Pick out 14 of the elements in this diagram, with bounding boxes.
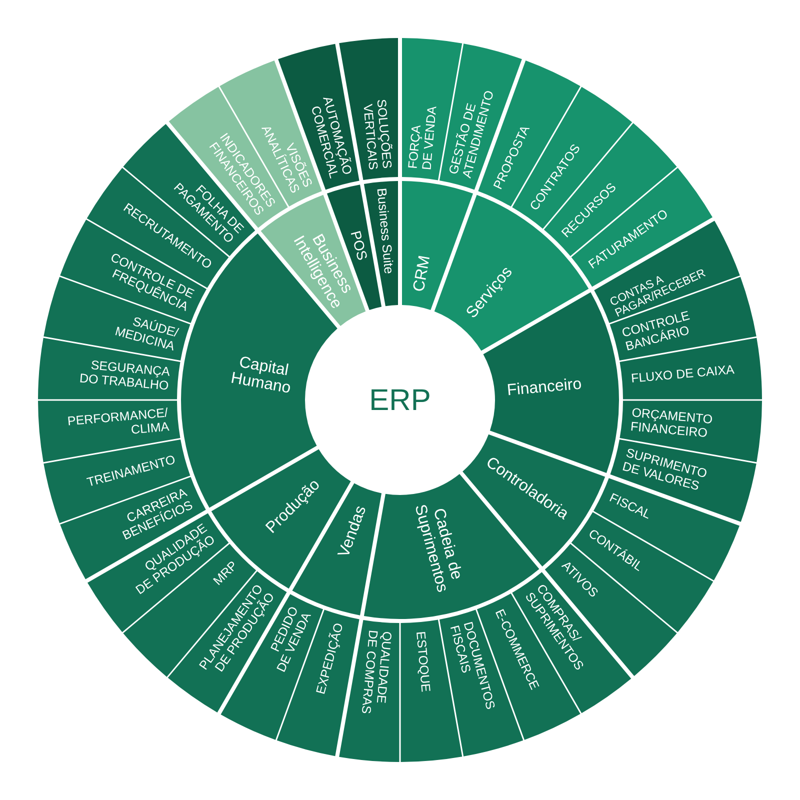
segment-label: Business Suite <box>374 187 396 274</box>
segment-label: FLUXO DE CAIXA <box>630 364 735 386</box>
segment-label: CRM <box>410 254 434 294</box>
segment-label: ESTOQUE <box>413 630 432 692</box>
segment-label: Financeiro <box>506 376 582 400</box>
segment-label: SOLUÇÕES VERTICAIS <box>360 98 394 170</box>
segment-label: PERFORMANCE/ CLIMA <box>67 406 170 438</box>
segment-label: Capital Humano <box>230 353 294 398</box>
segment-label: SEGURANÇA DO TRABALHO <box>79 358 170 394</box>
segment-label: FORÇA DE VENDA <box>406 104 440 170</box>
segment-label: POS <box>347 229 370 262</box>
segment-label: QUALIDADE DE COMPRAS <box>359 630 394 716</box>
center-label: ERP <box>369 384 431 416</box>
segment-label: ORÇAMENTO FINANCEIRO <box>630 406 713 441</box>
